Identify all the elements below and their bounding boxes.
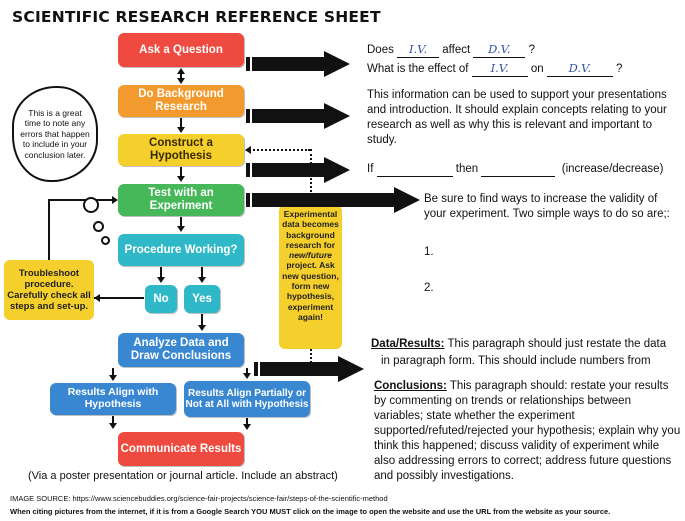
validity-item-1: 1. — [424, 246, 434, 258]
arrow-down-yes — [198, 277, 206, 283]
data-results-label: Data/Results: — [371, 338, 445, 350]
connector-no-left — [94, 297, 144, 299]
conclusions-label: Conclusions: — [374, 380, 447, 392]
does-dv-blank: D.V. — [473, 42, 526, 58]
tip-cloud-text: This is a great time to note any errors … — [20, 107, 90, 160]
thought-bubble-1 — [83, 197, 99, 213]
connector-7a — [112, 416, 114, 424]
then-label: then — [455, 163, 479, 175]
increase-decrease-label: (increase/decrease) — [561, 163, 664, 175]
connector-7b — [246, 418, 248, 425]
step-results-partial: Results Align Partially or Not at All wi… — [184, 381, 310, 417]
what-dv-blank: D.V. — [546, 61, 613, 77]
what-label: What is the effect of — [367, 63, 469, 75]
affect-label: affect — [442, 44, 471, 56]
step-no: No — [145, 285, 177, 313]
step-test-experiment: Test with an Experiment — [118, 184, 244, 216]
arrow-down-4 — [177, 226, 185, 232]
arrow-down-5 — [198, 325, 206, 331]
step-results-align: Results Align with Hypothesis — [50, 383, 176, 415]
step-yes: Yes — [184, 285, 220, 313]
connector-yes — [201, 267, 203, 278]
what-iv-blank: I.V. — [471, 61, 528, 77]
connector-5 — [201, 314, 203, 326]
poster-note: (Via a poster presentation or journal ar… — [28, 470, 338, 482]
arrow-down-7b — [243, 424, 251, 430]
conclusions-body: This paragraph should: restate your resu… — [374, 380, 681, 482]
does-label: Does — [367, 44, 394, 56]
arrow-down-6b — [243, 373, 251, 379]
arrow-left-hypothesis — [245, 146, 251, 154]
experimental-note-italic: new/future — [289, 250, 332, 261]
step-ask-question: Ask a Question — [118, 33, 244, 67]
experimental-note: Experimental data becomes background res… — [279, 205, 342, 349]
connector-6a — [112, 368, 114, 376]
connector-4 — [180, 217, 182, 227]
arrow-down-6a — [109, 375, 117, 381]
if-label: If — [367, 163, 374, 175]
experimental-note-line2: project. Ask new question, form new hypo… — [282, 260, 339, 322]
citing-note: When citing pictures from the internet, … — [10, 507, 611, 516]
troubleshoot-note: Troubleshoot procedure. Carefully check … — [4, 260, 94, 320]
arrow-up-1 — [177, 68, 185, 74]
does-question: Does I.V. affect D.V. ? — [367, 42, 535, 58]
experimental-note-line1: Experimental data becomes background res… — [282, 209, 339, 250]
research-text: This information can be used to support … — [367, 89, 667, 146]
page-title: SCIENTIFIC RESEARCH REFERENCE SHEET — [12, 8, 381, 26]
does-iv-blank: I.V. — [397, 42, 440, 58]
data-results-text: Data/Results: This paragraph should just… — [371, 337, 681, 352]
arrow-down-1 — [177, 78, 185, 84]
arrow-right-test — [112, 196, 118, 204]
thought-bubble-2 — [93, 221, 104, 232]
on-label: on — [530, 63, 544, 75]
connector-6b — [246, 368, 248, 374]
if-then-line: If then (increase/decrease) — [367, 161, 663, 177]
connector-loop-up — [48, 200, 50, 260]
step-analyze-data: Analyze Data and Draw Conclusions — [118, 333, 244, 367]
data-results-body: This paragraph should just restate the d… — [444, 338, 667, 350]
arrow-left-trouble — [94, 294, 100, 302]
image-source: IMAGE SOURCE: https://www.sciencebuddies… — [10, 494, 388, 503]
dotted-loop-bottom — [310, 349, 312, 363]
what-question-mark: ? — [616, 63, 623, 75]
validity-text: Be sure to find ways to increase the val… — [424, 193, 670, 220]
conclusions-text: Conclusions: This paragraph should: rest… — [374, 379, 681, 484]
step-procedure-working: Procedure Working? — [118, 234, 244, 266]
dotted-loop-top — [246, 149, 310, 151]
step-construct-hypothesis: Construct a Hypothesis — [118, 134, 244, 166]
connector-no — [160, 267, 162, 278]
connector-loop-right — [48, 199, 112, 201]
connector-3 — [180, 167, 182, 177]
validity-item-2: 2. — [424, 282, 434, 294]
arrow-down-no — [157, 277, 165, 283]
does-question-mark: ? — [528, 44, 535, 56]
data-results-text-2: in paragraph form. This should include n… — [381, 355, 651, 367]
arrow-down-2 — [177, 127, 185, 133]
connector-2 — [180, 118, 182, 128]
what-question: What is the effect of I.V. on D.V. ? — [367, 61, 622, 77]
arrow-down-7a — [109, 423, 117, 429]
step-communicate-results: Communicate Results — [118, 432, 244, 466]
thought-bubble-3 — [101, 236, 110, 245]
step-background-research: Do Background Research — [118, 85, 244, 117]
arrow-down-3 — [177, 176, 185, 182]
tip-cloud: This is a great time to note any errors … — [12, 86, 98, 182]
connector-1 — [180, 73, 182, 79]
